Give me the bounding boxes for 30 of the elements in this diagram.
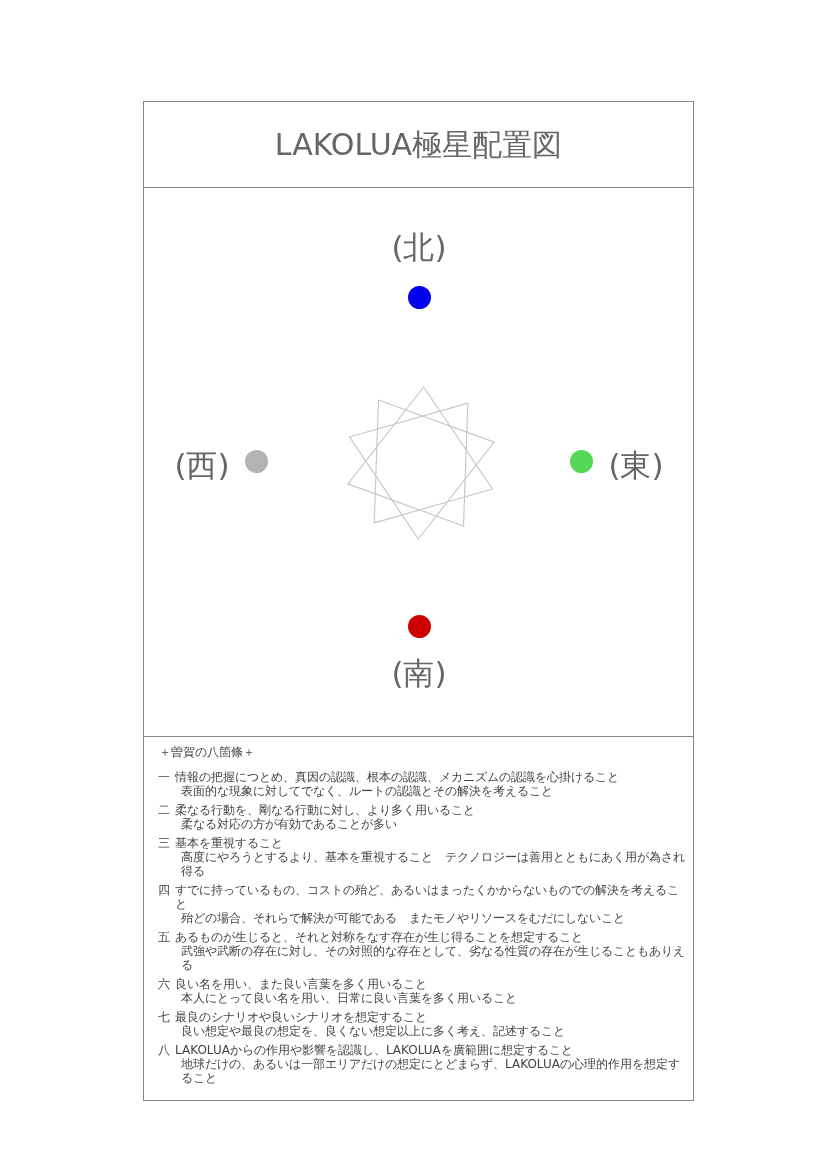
title: LAKOLUA極星配置図: [274, 126, 563, 164]
rule-note: 殆どの場合、それらで解決が可能である またモノやリソースをむだにしないこと: [181, 911, 626, 925]
item-numeral: 一: [158, 770, 171, 786]
rule-text: 柔なる行動を、剛なる行動に対し、より多く用いること: [175, 803, 475, 817]
rule-text: LAKOLUAからの作用や影響を認識し、LAKOLUAを廣範囲に想定すること: [175, 1043, 574, 1057]
rule-note: 良い想定や最良の想定を、良くない想定以上に多く考え、記述すること: [181, 1024, 565, 1038]
rule-note: 武強や武断の存在に対し、その対照的な存在として、劣なる性質の存在が生じることもありえる: [181, 944, 685, 972]
rule-text: すでに持っているもの、コストの殆ど、あるいはまったくかからないものでの解決を考えること: [175, 883, 680, 911]
item-numeral: 六: [158, 977, 171, 993]
direction-label: (東): [607, 450, 665, 481]
direction-label: (西): [173, 450, 231, 481]
rule-note: 地球だけの、あるいは一部エリアだけの想定にとどまらず、LAKOLUAの心理的作用を想定すること: [181, 1057, 681, 1085]
rule-text: 最良のシナリオや良いシナリオを想定すること: [175, 1010, 428, 1024]
rule-text: 良い名を用い、また良い言葉を多く用いること: [175, 977, 428, 991]
item-numeral: 八: [158, 1043, 171, 1059]
item-numeral: 三: [158, 836, 171, 852]
item-numeral: 四: [158, 883, 171, 899]
item-numeral: 五: [158, 930, 171, 946]
rule-note: 表面的な現象に対してでなく、ルートの認識とその解決を考えること: [181, 784, 554, 798]
rule-note: 柔なる対応の方が有効であることが多い: [181, 817, 398, 831]
list-heading: ＋曽賀の八箇條＋: [159, 745, 256, 759]
direction-label: (北): [390, 232, 448, 263]
direction-label: (南): [390, 658, 448, 689]
item-numeral: 七: [158, 1010, 171, 1026]
item-numeral: 二: [158, 803, 171, 819]
rule-text: 情報の把握につとめ、真因の認識、根本の認識、メカニズムの認識を心掛けること: [175, 770, 619, 784]
rule-note: 高度にやろうとするより、基本を重視すること テクノロジーは善用とともにあく用が為され得る: [181, 850, 685, 878]
rule-note: 本人にとって良い名を用い、日常に良い言葉を多く用いること: [181, 991, 517, 1005]
rule-text: 基本を重視すること: [175, 836, 284, 850]
rule-text: あるものが生じると、それと対称をなす存在が生じ得ることを想定すること: [175, 930, 584, 944]
